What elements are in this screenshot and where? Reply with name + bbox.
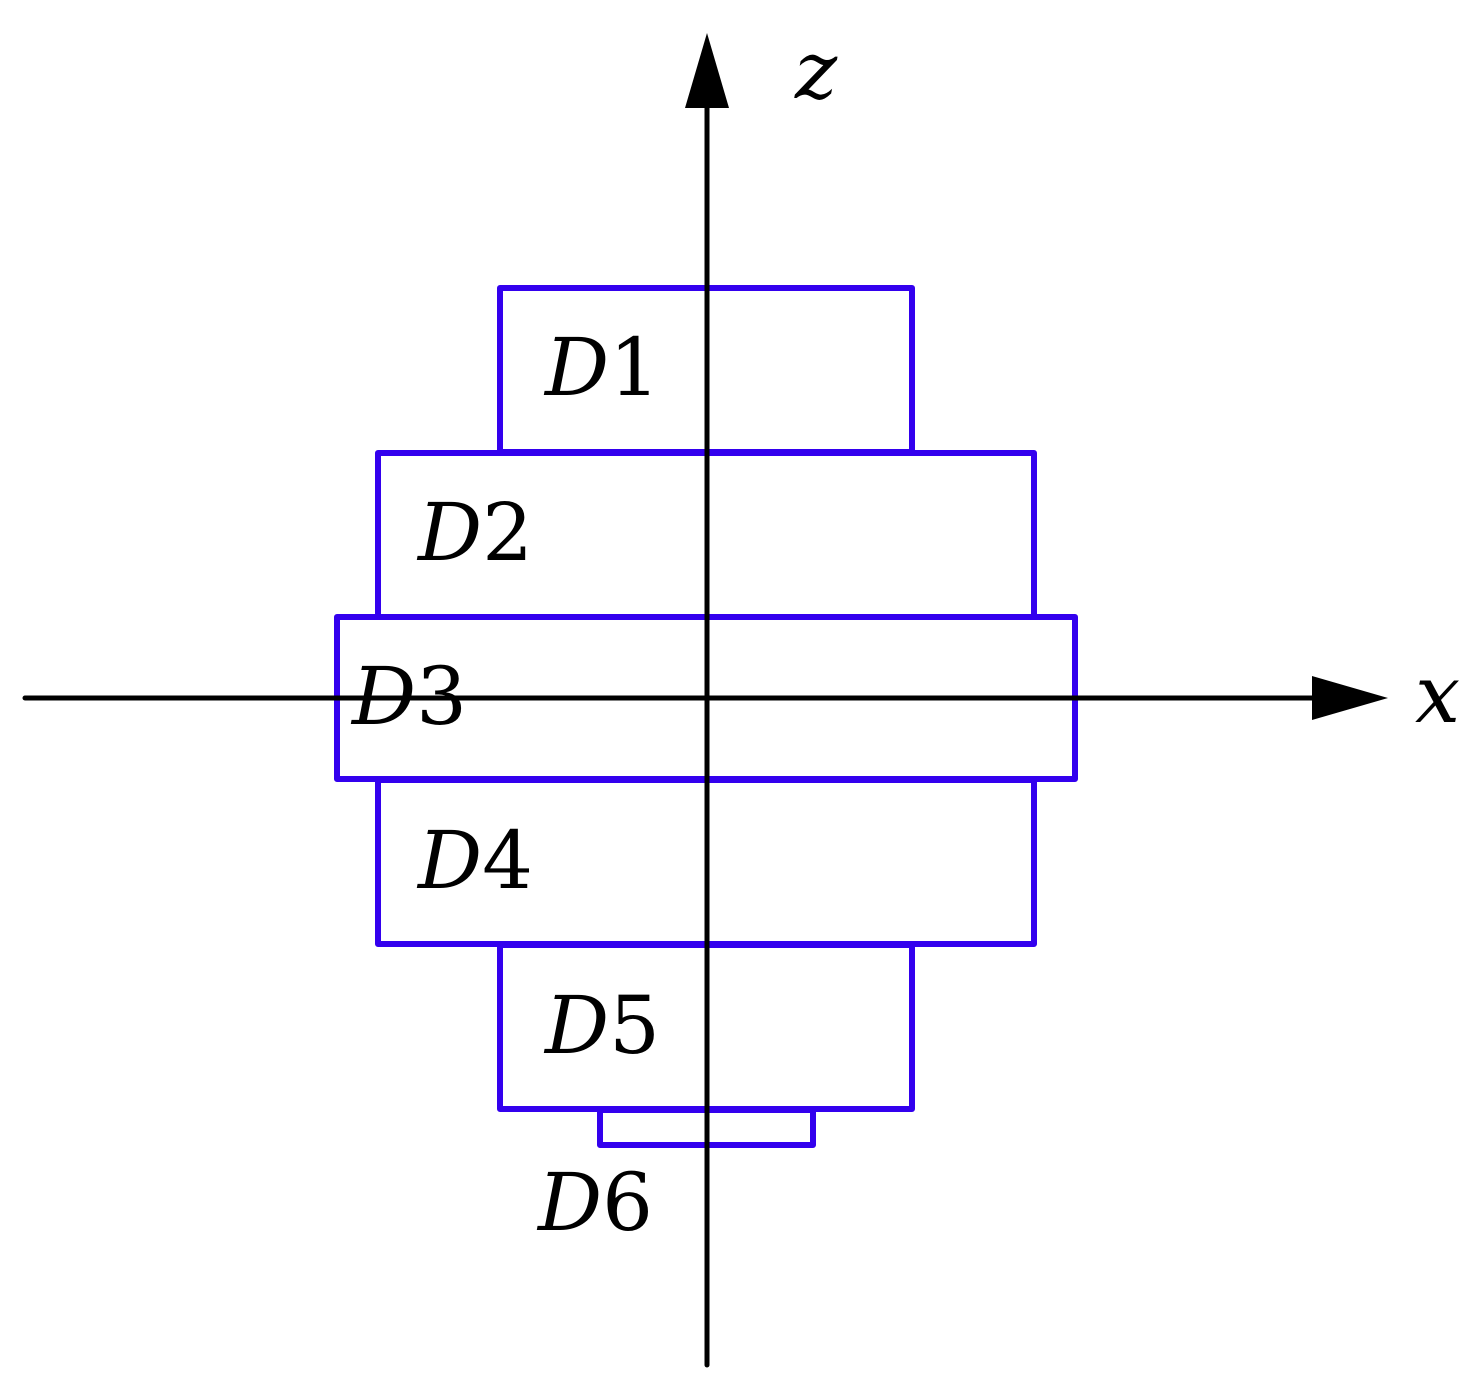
region-d1-label: D1 xyxy=(543,321,660,414)
region-d3-letter: D xyxy=(350,650,416,743)
region-d3-label: D3 xyxy=(350,650,467,743)
axes xyxy=(22,33,1388,1368)
region-d1-number: 1 xyxy=(609,321,660,414)
region-d2-letter: D xyxy=(416,486,482,579)
region-d6-letter: D xyxy=(536,1156,602,1249)
x-axis-arrowhead xyxy=(1312,676,1388,720)
region-d4-label: D4 xyxy=(416,814,533,907)
region-d6-label: D6 xyxy=(536,1156,653,1249)
region-d5-label: D5 xyxy=(543,979,660,1072)
z-axis-arrowhead xyxy=(685,33,729,108)
region-d5-letter: D xyxy=(543,979,609,1072)
region-labels: D1 D2 D3 D4 D5 D6 xyxy=(350,321,660,1249)
region-d4-number: 4 xyxy=(482,814,533,907)
region-d2-label: D2 xyxy=(416,486,533,579)
region-d4-letter: D xyxy=(416,814,482,907)
region-d6-number: 6 xyxy=(602,1156,653,1249)
region-d3-number: 3 xyxy=(416,650,467,743)
x-axis-label: x xyxy=(1415,648,1460,741)
region-d2-number: 2 xyxy=(482,486,533,579)
region-d5-number: 5 xyxy=(609,979,660,1072)
z-axis-label: z xyxy=(794,24,838,117)
region-d1-letter: D xyxy=(543,321,609,414)
